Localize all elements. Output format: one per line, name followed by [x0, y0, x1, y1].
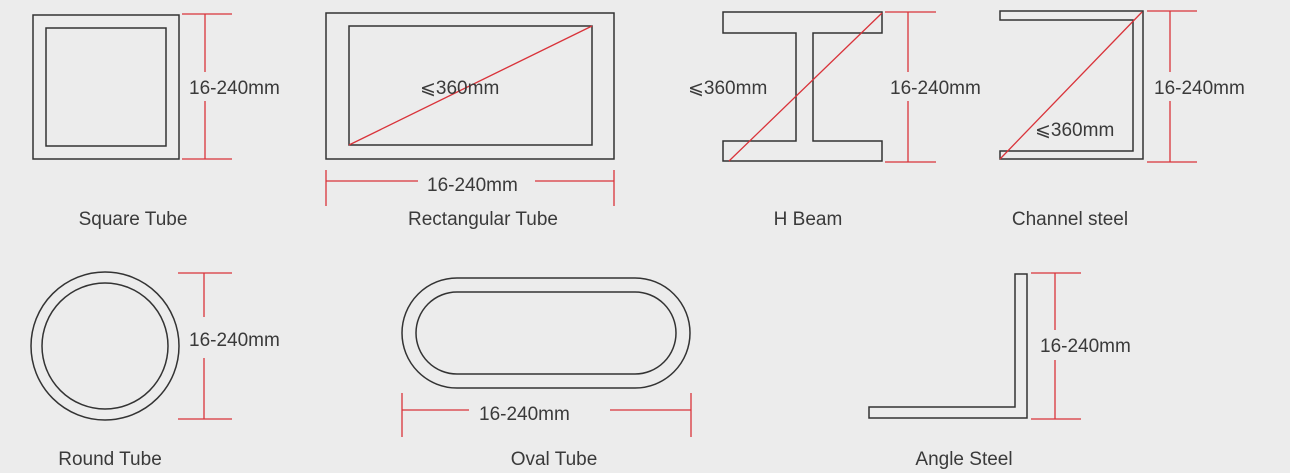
square-tube-dimension-label: 16-240mm — [189, 78, 280, 99]
rectangular-tube-outer — [325, 12, 615, 160]
round-tube-inner — [41, 282, 169, 410]
channel-steel-diagonal — [999, 11, 1143, 160]
oval-tube-outer — [401, 277, 691, 389]
channel-steel-diagonal-label: ⩽360mm — [1035, 120, 1114, 141]
oval-tube-caption: Oval Tube — [511, 449, 598, 470]
h-beam-caption: H Beam — [774, 209, 843, 230]
h-beam-diagonal — [728, 12, 883, 162]
channel-steel-profile — [999, 10, 1144, 160]
h-beam: ⩽360mm 16-240mm H Beam — [688, 11, 981, 230]
oval-tube-inner — [415, 291, 677, 375]
rectangular-tube: ⩽360mm 16-240mm Rectangular Tube — [325, 12, 615, 230]
oval-tube: 16-240mm Oval Tube — [401, 277, 692, 470]
round-tube-dimension-label: 16-240mm — [189, 330, 280, 351]
h-beam-height-label: 16-240mm — [890, 78, 981, 99]
oval-tube-dimension-label: 16-240mm — [479, 404, 570, 425]
rectangular-tube-inner — [348, 25, 593, 146]
rectangular-tube-width-label: 16-240mm — [427, 175, 518, 196]
round-tube: 16-240mm Round Tube — [30, 271, 280, 470]
channel-steel: ⩽360mm 16-240mm Channel steel — [999, 10, 1245, 230]
h-beam-diagonal-label: ⩽360mm — [688, 78, 767, 99]
rectangular-tube-diagonal-label: ⩽360mm — [420, 78, 499, 99]
round-tube-caption: Round Tube — [58, 449, 162, 470]
channel-steel-height-label: 16-240mm — [1154, 78, 1245, 99]
angle-steel-caption: Angle Steel — [915, 449, 1012, 470]
h-beam-profile — [722, 11, 883, 162]
rectangular-tube-caption: Rectangular Tube — [408, 209, 558, 230]
square-tube-caption: Square Tube — [79, 209, 188, 230]
angle-steel-dimension-label: 16-240mm — [1040, 336, 1131, 357]
angle-steel-profile — [868, 273, 1028, 419]
angle-steel: 16-240mm Angle Steel — [868, 272, 1131, 470]
square-tube-outer — [32, 14, 180, 160]
round-tube-outer — [30, 271, 180, 421]
square-tube: 16-240mm Square Tube — [32, 13, 280, 230]
channel-steel-caption: Channel steel — [1012, 209, 1128, 230]
rectangular-tube-diagonal — [348, 25, 593, 146]
square-tube-inner — [45, 27, 167, 147]
